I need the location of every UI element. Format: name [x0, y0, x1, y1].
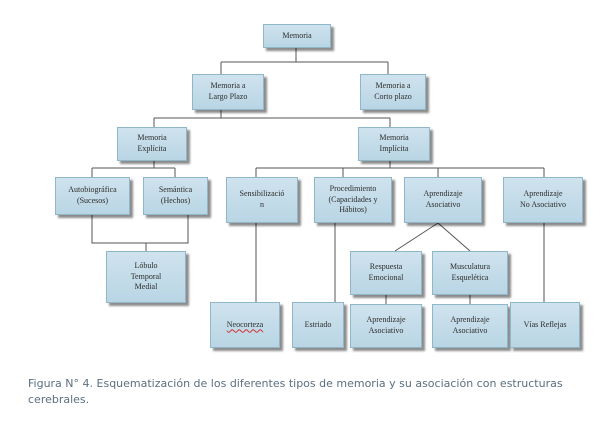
- node-autobiografica: Autobiográfica (Sucesos): [55, 177, 130, 215]
- node-label: Memoria Implícita: [379, 133, 409, 153]
- node-label: Aprendizaje No Asociativo: [520, 189, 566, 209]
- node-label: Neocorteza: [226, 319, 264, 329]
- node-aprendizaje-asociativo-3: Aprendizaje Asociativo: [432, 304, 508, 348]
- node-label: Memoria a Largo Plazo: [208, 81, 248, 101]
- node-label: Aprendizaje Asociativo: [423, 189, 463, 209]
- node-procedimiento: Procedimiento (Capacidades y Hábitos): [314, 177, 392, 223]
- node-respuesta-emocional: Respuesta Emocional: [350, 251, 422, 295]
- node-aprendizaje-asociativo: Aprendizaje Asociativo: [404, 177, 482, 223]
- node-label: Memoria Explícita: [137, 133, 167, 153]
- node-label: Musculatura Esquelética: [450, 262, 490, 282]
- node-memoria: Memoria: [263, 24, 331, 48]
- node-corto-plazo: Memoria a Corto plazo: [360, 74, 426, 110]
- connector-explicita: [91, 161, 176, 177]
- node-label: Memoria a Corto plazo: [374, 81, 412, 101]
- node-neocorteza: Neocorteza: [210, 302, 280, 348]
- connector-largo-plazo: [153, 110, 391, 127]
- node-label: Semántica (Hechos): [158, 185, 193, 205]
- node-musculatura: Musculatura Esquelética: [432, 251, 508, 295]
- connector-aprendizaje-asociativo: [394, 222, 471, 252]
- node-label: Vías Reflejas: [523, 319, 567, 329]
- node-sensibilizacion: Sensibilizació n: [226, 177, 298, 223]
- node-label: Aprendizaje Asociativo: [366, 315, 406, 335]
- node-implicita: Memoria Implícita: [358, 127, 430, 161]
- node-explicita: Memoria Explícita: [117, 127, 187, 161]
- node-label: Autobiográfica (Sucesos): [68, 185, 117, 205]
- node-largo-plazo: Memoria a Largo Plazo: [192, 74, 264, 110]
- node-vias-reflejas: Vías Reflejas: [510, 302, 580, 348]
- figure-caption: Figura N° 4. Esquematización de los dife…: [28, 377, 563, 406]
- node-estriado: Estriado: [292, 302, 344, 348]
- memory-diagram: Memoria Memoria a Largo Plazo Memoria a …: [55, 24, 583, 348]
- connector-implicita: [255, 161, 545, 177]
- node-label: Estriado: [304, 319, 332, 329]
- node-label: Sensibilizació n: [239, 189, 285, 209]
- connector-lines: [91, 48, 545, 304]
- connector-lobulo: [91, 215, 189, 251]
- node-label: Respuesta Emocional: [368, 262, 404, 282]
- node-aprendizaje-no-asociativo: Aprendizaje No Asociativo: [503, 177, 583, 223]
- node-label: Procedimiento (Capacidades y Hábitos): [328, 183, 378, 215]
- node-label: Lóbulo Temporal Medial: [130, 260, 162, 292]
- node-aprendizaje-asociativo-2: Aprendizaje Asociativo: [350, 304, 422, 348]
- node-lobulo: Lóbulo Temporal Medial: [106, 251, 186, 303]
- node-label: Memoria: [282, 30, 312, 40]
- connector-memoria: [220, 48, 389, 74]
- node-semantica: Semántica (Hechos): [143, 177, 208, 215]
- node-label: Aprendizaje Asociativo: [450, 315, 490, 335]
